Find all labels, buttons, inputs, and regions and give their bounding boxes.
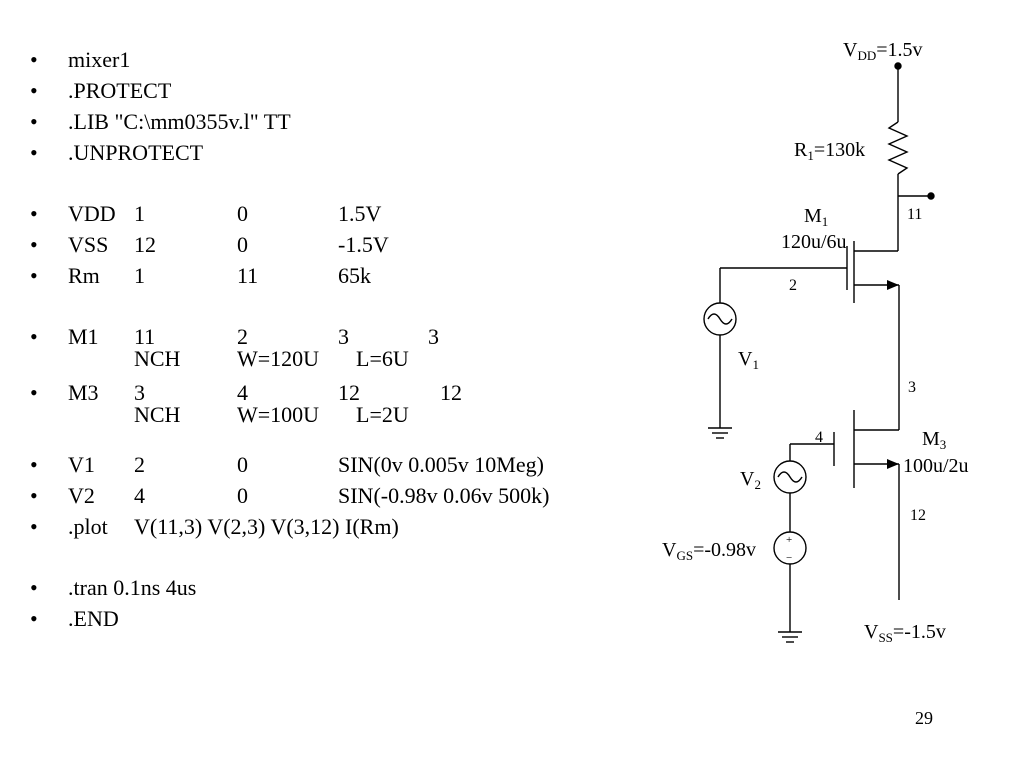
netlist-line-vss: • VSS 12 0 -1.5V — [30, 229, 650, 260]
bullet: • — [30, 324, 38, 349]
vss-node-minus: 0 — [237, 232, 248, 257]
bullet: • — [30, 263, 38, 288]
vdd-value: 1.5V — [338, 201, 382, 226]
rm-node-b: 11 — [237, 263, 259, 288]
unprotect-directive: .UNPROTECT — [68, 140, 204, 165]
vss-node-plus: 12 — [134, 232, 156, 257]
rm-value: 65k — [338, 263, 371, 288]
vss-label: VSS=-1.5v — [864, 621, 946, 645]
bullet: • — [30, 452, 38, 477]
node-12-label: 12 — [910, 507, 926, 524]
tran-directive: .tran 0.1ns 4us — [68, 575, 197, 600]
protect-directive: .PROTECT — [68, 78, 172, 103]
v1-sine-icon — [707, 313, 733, 325]
netlist-line-rm: • Rm 1 11 65k — [30, 260, 650, 291]
bullet: • — [30, 140, 38, 165]
v1-source-spec: SIN(0v 0.005v 10Meg) — [338, 452, 544, 477]
m1-gate: 2 — [237, 324, 248, 349]
v1-node-plus: 2 — [134, 452, 145, 477]
end-directive: .END — [68, 606, 119, 631]
m1-length: L=6U — [356, 346, 409, 371]
node-2-label: 2 — [789, 277, 797, 294]
plot-directive: .plot — [68, 514, 108, 539]
resistor-r1 — [887, 121, 909, 175]
m1-arrow-icon — [887, 280, 899, 290]
bullet: • — [30, 483, 38, 508]
bullet: • — [30, 201, 38, 226]
bullet: • — [30, 606, 38, 631]
vdd-node-plus: 1 — [134, 201, 145, 226]
netlist-line-end: • .END — [30, 603, 650, 634]
v2-node-minus: 0 — [237, 483, 248, 508]
r1-label: R1=130k — [794, 139, 865, 163]
vss-value: -1.5V — [338, 232, 389, 257]
page-number: 29 — [915, 708, 933, 728]
netlist-line-title: • mixer1 — [30, 44, 650, 75]
vdd-name: VDD — [68, 201, 116, 226]
m3-body: 12 — [440, 380, 462, 405]
rm-node-a: 1 — [134, 263, 145, 288]
v2-name: V2 — [68, 483, 95, 508]
m3-drain: 3 — [134, 380, 145, 405]
vgs-minus-mark: − — [786, 552, 792, 564]
m1-size-label: 120u/6u — [781, 231, 847, 253]
vgs-plus-mark: + — [786, 534, 792, 546]
netlist-line-m3: • M3 3 4 12 12 NCH W=100U L=2U — [30, 377, 650, 433]
vdd-node-minus: 0 — [237, 201, 248, 226]
netlist-line-tran: • .tran 0.1ns 4us — [30, 572, 650, 603]
m1-body: 3 — [428, 324, 439, 349]
m1-model: NCH — [134, 346, 181, 371]
m1-source: 3 — [338, 324, 349, 349]
bullet: • — [30, 109, 38, 134]
m3-size-label: 100u/2u — [903, 455, 969, 477]
m3-width: W=100U — [237, 402, 320, 427]
m1-name: M1 — [68, 324, 99, 349]
m3-length: L=2U — [356, 402, 409, 427]
node-3-label: 3 — [908, 379, 916, 396]
netlist-line-m1: • M1 11 2 3 3 NCH W=120U L=6U — [30, 321, 650, 377]
bullet: • — [30, 380, 38, 405]
spice-netlist: • mixer1 • .PROTECT • .LIB "C:\mm0355v.l… — [30, 44, 650, 634]
bullet: • — [30, 47, 38, 72]
v2-source-spec: SIN(-0.98v 0.06v 500k) — [338, 483, 550, 508]
netlist-line-v1: • V1 2 0 SIN(0v 0.005v 10Meg) — [30, 449, 650, 480]
m3-label: M3 — [922, 428, 946, 452]
v1-name: V1 — [68, 452, 95, 477]
bullet: • — [30, 232, 38, 257]
m3-name: M3 — [68, 380, 99, 405]
lib-directive: .LIB "C:\mm0355v.l" TT — [68, 109, 291, 134]
v2-sine-icon — [777, 471, 803, 483]
bullet: • — [30, 514, 38, 539]
netlist-line-v2: • V2 4 0 SIN(-0.98v 0.06v 500k) — [30, 480, 650, 511]
netlist-line-unprotect: • .UNPROTECT — [30, 137, 650, 168]
m3-arrow-icon — [887, 459, 899, 469]
plot-signals: V(11,3) V(2,3) V(3,12) I(Rm) — [134, 514, 399, 539]
node-11-label: 11 — [907, 206, 922, 223]
m3-model: NCH — [134, 402, 181, 427]
m1-width: W=120U — [237, 346, 320, 371]
m1-label: M1 — [804, 205, 828, 229]
output-terminal-11 — [927, 192, 935, 200]
netlist-line-lib: • .LIB "C:\mm0355v.l" TT — [30, 106, 650, 137]
v1-node-minus: 0 — [237, 452, 248, 477]
vdd-label: VDD=1.5v — [843, 39, 923, 63]
v1-label: V1 — [738, 348, 759, 372]
v2-node-plus: 4 — [134, 483, 145, 508]
netlist-title: mixer1 — [68, 47, 131, 72]
bullet: • — [30, 575, 38, 600]
m3-source: 12 — [338, 380, 360, 405]
netlist-line-vdd: • VDD 1 0 1.5V — [30, 198, 650, 229]
vss-name: VSS — [68, 232, 109, 257]
rm-name: Rm — [68, 263, 100, 288]
node-4-label: 4 — [815, 429, 823, 446]
bullet: • — [30, 78, 38, 103]
v2-label: V2 — [740, 468, 761, 492]
m1-drain: 11 — [134, 324, 156, 349]
netlist-line-plot: • .plot V(11,3) V(2,3) V(3,12) I(Rm) — [30, 511, 650, 542]
m3-gate: 4 — [237, 380, 248, 405]
vgs-label: VGS=-0.98v — [662, 539, 756, 563]
netlist-line-protect: • .PROTECT — [30, 75, 650, 106]
